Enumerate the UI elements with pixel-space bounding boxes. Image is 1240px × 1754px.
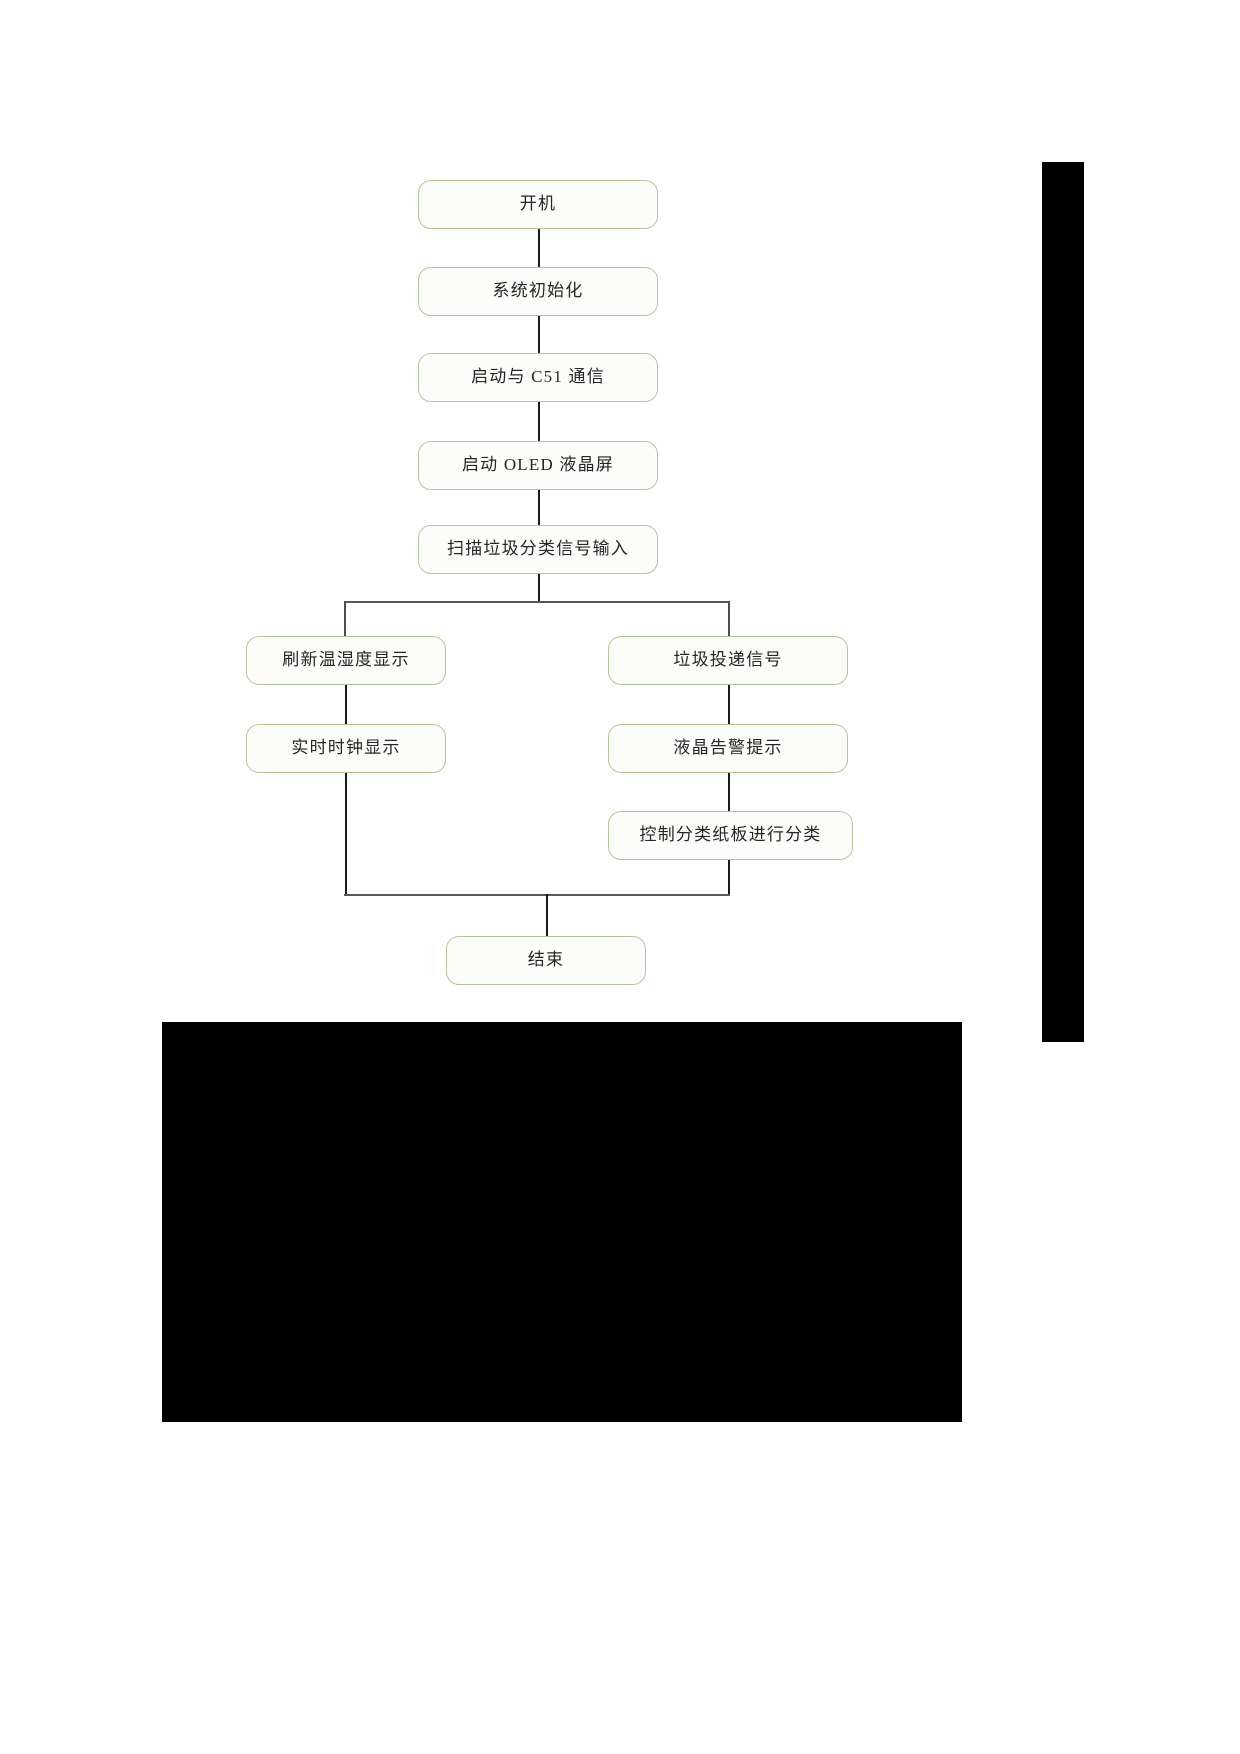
node-scan-signal-input[interactable]: 扫描垃圾分类信号输入 — [418, 525, 658, 574]
connector-signal-alarm — [728, 685, 730, 724]
connector-control-merge — [728, 860, 730, 895]
node-system-init-label: 系统初始化 — [492, 281, 584, 300]
redaction-block-right — [1042, 162, 1084, 1042]
connector-split-right-drop — [728, 601, 730, 636]
node-control-sorting-board-label: 控制分类纸板进行分类 — [639, 825, 822, 844]
connector-alarm-control — [728, 773, 730, 811]
node-trash-delivery-signal[interactable]: 垃圾投递信号 — [608, 636, 848, 685]
connector-init-c51 — [538, 316, 540, 353]
node-realtime-clock-label: 实时时钟显示 — [291, 738, 401, 757]
node-end-label: 结束 — [527, 950, 565, 969]
node-end[interactable]: 结束 — [446, 936, 646, 985]
connector-oled-scan — [538, 490, 540, 525]
node-trash-delivery-signal-label: 垃圾投递信号 — [673, 650, 783, 669]
connector-merge-end — [546, 894, 548, 936]
connector-start-init — [538, 229, 540, 267]
connector-split-bus — [344, 601, 730, 603]
connector-scan-split — [538, 574, 540, 602]
node-refresh-temp-humidity[interactable]: 刷新温湿度显示 — [246, 636, 446, 685]
connector-refresh-clock — [345, 685, 347, 724]
node-start-oled[interactable]: 启动 OLED 液晶屏 — [418, 441, 658, 490]
node-refresh-temp-humidity-label: 刷新温湿度显示 — [282, 650, 410, 669]
node-start-c51-comm[interactable]: 启动与 C51 通信 — [418, 353, 658, 402]
connector-merge-bus — [344, 894, 730, 896]
node-start-oled-label: 启动 OLED 液晶屏 — [461, 455, 615, 474]
node-scan-signal-input-label: 扫描垃圾分类信号输入 — [447, 539, 629, 558]
redaction-block-bottom — [162, 1022, 962, 1422]
node-lcd-alarm-prompt[interactable]: 液晶告警提示 — [608, 724, 848, 773]
node-realtime-clock[interactable]: 实时时钟显示 — [246, 724, 446, 773]
node-start-c51-comm-label: 启动与 C51 通信 — [471, 367, 605, 386]
connector-c51-oled — [538, 402, 540, 441]
node-start-label: 开机 — [519, 194, 557, 213]
node-lcd-alarm-prompt-label: 液晶告警提示 — [673, 738, 783, 757]
connector-split-left-drop — [344, 601, 346, 636]
node-control-sorting-board[interactable]: 控制分类纸板进行分类 — [608, 811, 853, 860]
connector-clock-merge — [345, 773, 347, 895]
node-start[interactable]: 开机 — [418, 180, 658, 229]
node-system-init[interactable]: 系统初始化 — [418, 267, 658, 316]
